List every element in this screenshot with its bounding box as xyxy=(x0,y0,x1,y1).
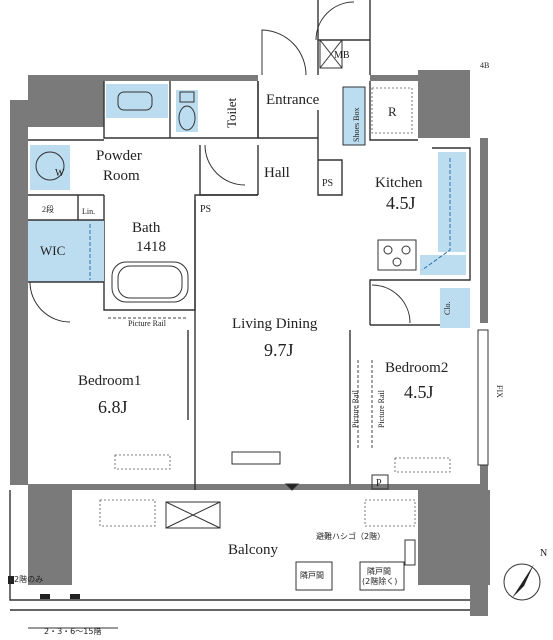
label-bedroom2-size: 4.5J xyxy=(404,382,434,402)
column-bottom-left xyxy=(28,490,72,585)
wall-top-a xyxy=(104,75,258,81)
wall-top-b xyxy=(370,75,418,81)
label-ps-bath: PS xyxy=(200,204,211,215)
column-top-right xyxy=(418,70,470,138)
label-escape-ladder: 避難ハシゴ（2階） xyxy=(316,531,385,541)
label-entrance: Entrance xyxy=(266,92,320,108)
wall-left xyxy=(10,100,28,485)
vanity-icon xyxy=(106,84,168,118)
label-washer: W xyxy=(55,168,65,179)
gas-stove-icon xyxy=(377,239,417,271)
floor-markers xyxy=(8,576,118,629)
label-shoes-box: Shoes Box xyxy=(352,108,361,142)
label-hall: Hall xyxy=(264,165,290,181)
label-floor-note-2f: 2階のみ xyxy=(14,574,43,584)
label-living-dining-size: 9.7J xyxy=(264,340,294,360)
label-picture-rail-v1: Picture Rail xyxy=(351,389,360,428)
label-powder-room-1: Powder xyxy=(96,148,142,164)
wall-right-balcony xyxy=(470,488,488,616)
label-balcony: Balcony xyxy=(228,542,278,558)
structure-walls xyxy=(10,70,490,616)
label-refrigerator: R xyxy=(388,104,397,119)
wall-right-upper xyxy=(480,138,488,323)
label-bath-size: 1418 xyxy=(136,239,166,255)
label-ps-hall: PS xyxy=(322,178,333,189)
interior-walls xyxy=(9,0,489,611)
label-bedroom2: Bedroom2 xyxy=(385,360,448,376)
label-wic: WIC xyxy=(40,243,65,258)
label-partition: 隣戸間 xyxy=(300,570,324,580)
label-linen: Lin. xyxy=(82,207,95,216)
label-mb: MB xyxy=(334,50,350,61)
label-fix: FIX xyxy=(495,385,504,398)
label-picture-rail-top: Picture Rail xyxy=(128,319,167,328)
label-p: P xyxy=(376,478,382,489)
label-bedroom1-size: 6.8J xyxy=(98,397,128,417)
label-partition2-2: (2階除く) xyxy=(362,576,397,586)
label-shelf: 2段 xyxy=(42,204,54,214)
label-kitchen-size: 4.5J xyxy=(386,193,416,213)
label-bedroom1: Bedroom1 xyxy=(78,373,141,389)
label-corner-mark: 4B xyxy=(480,61,489,70)
label-living-dining: Living Dining xyxy=(232,316,318,332)
bathtub-icon xyxy=(111,261,189,303)
toilet-icon xyxy=(176,90,198,132)
svg-text:N: N xyxy=(540,548,547,559)
label-partition2-1: 隣戸間 xyxy=(367,566,391,576)
label-floor-note-floors: 2・3・6～15階 xyxy=(44,626,101,636)
label-picture-rail-v2: Picture Rail xyxy=(377,389,386,428)
label-kitchen: Kitchen xyxy=(375,175,423,191)
column-top-left xyxy=(28,75,104,127)
label-powder-room-2: Room xyxy=(103,168,140,184)
wall-bottom-exterior xyxy=(28,484,480,490)
label-bath: Bath xyxy=(132,220,161,236)
label-closet: Clo. xyxy=(443,301,452,315)
north-arrow-icon: N xyxy=(503,548,547,601)
label-toilet: Toilet xyxy=(224,97,239,128)
wall-right-lower xyxy=(480,465,488,490)
